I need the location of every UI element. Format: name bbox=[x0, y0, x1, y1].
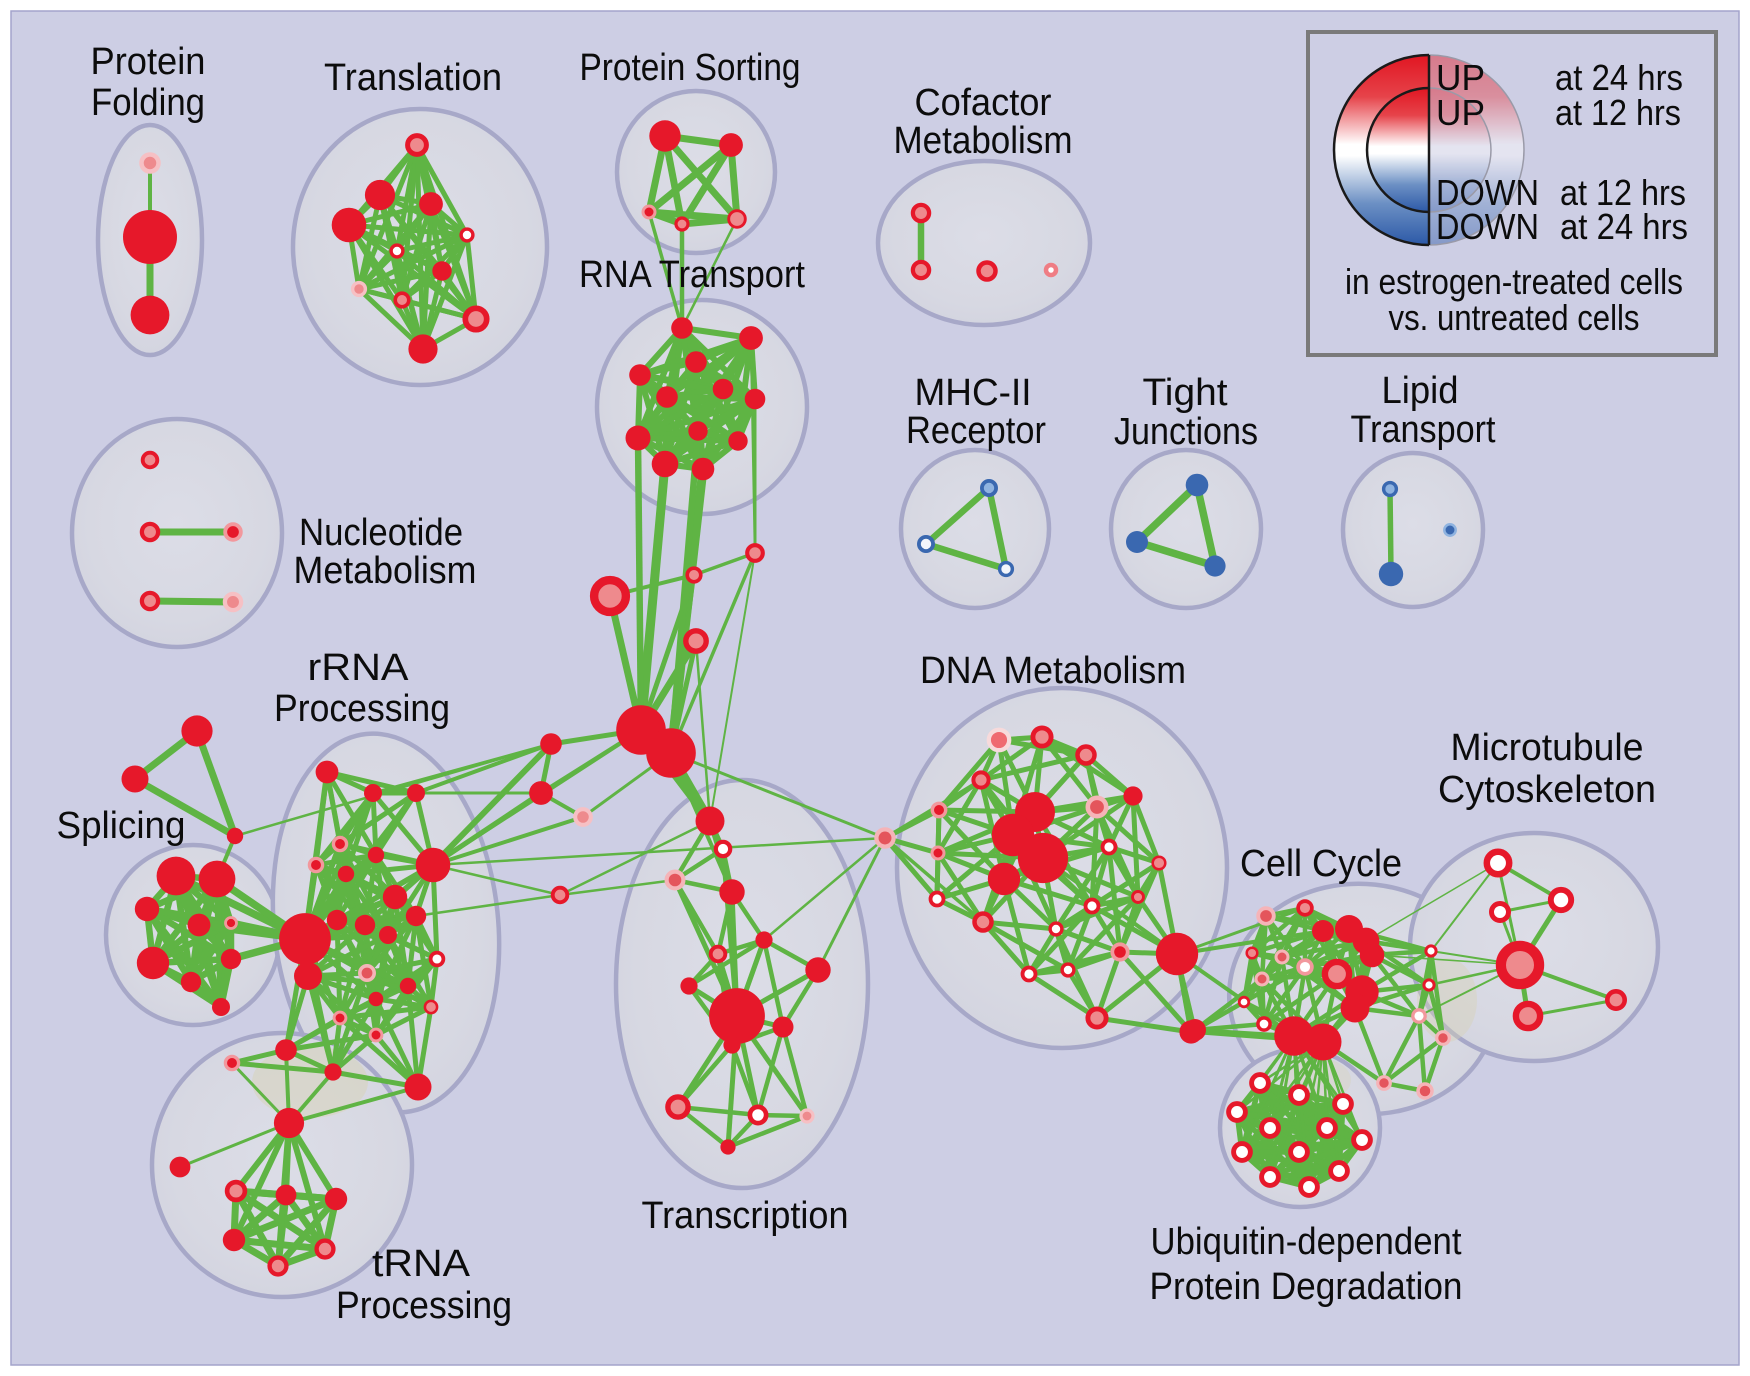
svg-text:Cytoskeleton: Cytoskeleton bbox=[1438, 769, 1656, 811]
svg-text:Splicing: Splicing bbox=[57, 805, 186, 847]
svg-text:tRNA: tRNA bbox=[372, 1243, 471, 1285]
svg-text:Junctions: Junctions bbox=[1114, 411, 1258, 453]
svg-text:Folding: Folding bbox=[91, 82, 205, 124]
svg-text:RNA Transport: RNA Transport bbox=[579, 254, 805, 296]
svg-text:at 12 hrs: at 12 hrs bbox=[1560, 172, 1686, 213]
svg-text:Processing: Processing bbox=[274, 688, 450, 730]
svg-text:Microtubule: Microtubule bbox=[1451, 727, 1644, 769]
svg-text:Transcription: Transcription bbox=[642, 1195, 849, 1237]
svg-text:at 24 hrs: at 24 hrs bbox=[1560, 206, 1688, 247]
svg-text:rRNA: rRNA bbox=[308, 647, 410, 689]
svg-text:DOWN: DOWN bbox=[1436, 172, 1539, 213]
svg-text:Processing: Processing bbox=[336, 1285, 512, 1327]
svg-text:vs. untreated cells: vs. untreated cells bbox=[1389, 297, 1640, 338]
svg-text:UP: UP bbox=[1436, 57, 1485, 98]
svg-text:UP: UP bbox=[1436, 92, 1485, 133]
svg-text:Translation: Translation bbox=[324, 57, 502, 99]
svg-text:Receptor: Receptor bbox=[906, 410, 1046, 452]
svg-text:in estrogen-treated cells: in estrogen-treated cells bbox=[1345, 261, 1683, 302]
svg-text:DOWN: DOWN bbox=[1436, 206, 1539, 247]
svg-text:Cell Cycle: Cell Cycle bbox=[1240, 843, 1402, 885]
svg-text:Nucleotide: Nucleotide bbox=[299, 512, 463, 554]
svg-text:Ubiquitin-dependent: Ubiquitin-dependent bbox=[1151, 1221, 1462, 1263]
svg-text:Transport: Transport bbox=[1351, 409, 1496, 451]
svg-text:Protein Degradation: Protein Degradation bbox=[1150, 1266, 1463, 1308]
svg-text:Protein: Protein bbox=[91, 41, 206, 83]
svg-text:Metabolism: Metabolism bbox=[294, 550, 477, 592]
svg-text:Protein Sorting: Protein Sorting bbox=[580, 47, 801, 89]
svg-text:Cofactor: Cofactor bbox=[915, 82, 1052, 124]
svg-text:Lipid: Lipid bbox=[1382, 370, 1459, 412]
svg-text:Metabolism: Metabolism bbox=[894, 120, 1073, 162]
svg-text:MHC-II: MHC-II bbox=[915, 372, 1032, 414]
svg-text:Tight: Tight bbox=[1143, 372, 1228, 414]
svg-text:DNA Metabolism: DNA Metabolism bbox=[920, 650, 1186, 692]
svg-text:at 12 hrs: at 12 hrs bbox=[1555, 92, 1681, 133]
svg-text:at 24 hrs: at 24 hrs bbox=[1555, 57, 1683, 98]
